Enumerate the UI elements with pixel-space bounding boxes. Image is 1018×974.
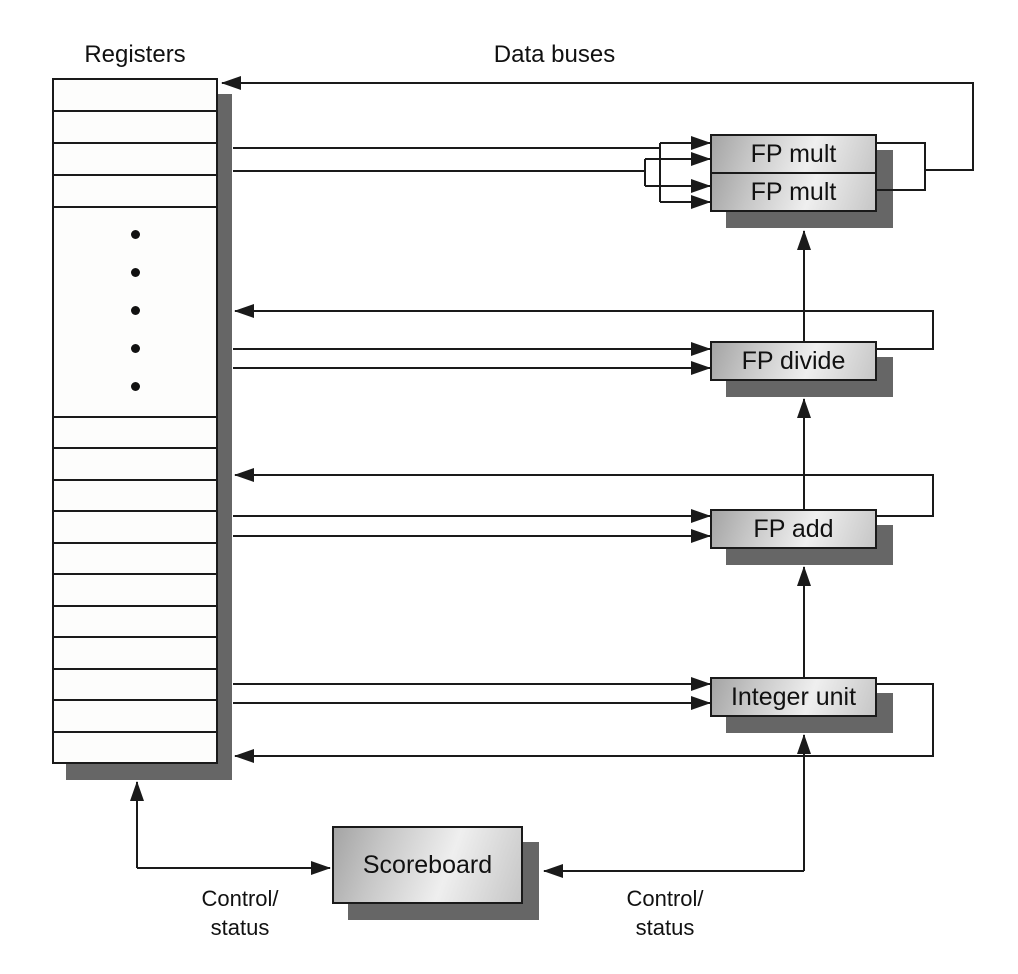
wire-fpdivide-writeback-bus xyxy=(234,304,934,350)
register-row xyxy=(54,447,216,478)
register-row xyxy=(54,541,216,573)
registers-top-rows xyxy=(54,80,216,208)
register-row xyxy=(54,416,216,447)
registers-box xyxy=(52,78,218,764)
wire-integer-writeback-bus xyxy=(234,683,934,763)
register-row xyxy=(54,730,216,762)
ellipsis-dot xyxy=(130,268,140,277)
register-row xyxy=(54,176,216,208)
register-row xyxy=(54,636,216,667)
integer-unit-label: Integer unit xyxy=(730,682,857,711)
fp-mult-unit-2: FP mult xyxy=(712,174,875,210)
fp-divide-unit: FP divide xyxy=(710,341,877,381)
scoreboard-label: Scoreboard xyxy=(362,850,493,879)
registers-title: Registers xyxy=(84,41,186,68)
fp-add-label: FP add xyxy=(753,514,834,543)
control-status-label-right: Control/ status xyxy=(597,884,733,942)
ellipsis-dot xyxy=(130,382,140,391)
fp-mult-1-label: FP mult xyxy=(750,139,837,168)
registers-bottom-rows xyxy=(54,416,216,762)
fp-mult-unit-1: FP mult xyxy=(712,136,875,174)
control-status-right-line2: status xyxy=(635,915,695,940)
fp-add-unit: FP add xyxy=(710,509,877,549)
register-row xyxy=(54,667,216,699)
fp-divide-label: FP divide xyxy=(741,346,846,375)
integer-unit: Integer unit xyxy=(710,677,877,717)
ellipsis-dot xyxy=(130,306,140,315)
scoreboard-unit: Scoreboard xyxy=(332,826,523,904)
wire-fpmult-output-loop xyxy=(877,142,926,191)
register-row xyxy=(54,478,216,510)
fp-mult-2-label: FP mult xyxy=(750,177,837,206)
register-row xyxy=(54,144,216,176)
register-row xyxy=(54,510,216,541)
control-status-left-line2: status xyxy=(210,915,270,940)
register-row xyxy=(54,699,216,730)
register-row xyxy=(54,604,216,636)
registers-ellipsis-dots xyxy=(54,208,216,416)
wire-fpadd-writeback-bus xyxy=(234,468,934,517)
register-row xyxy=(54,573,216,604)
register-row xyxy=(54,80,216,112)
ellipsis-dot xyxy=(130,230,140,239)
control-status-label-left: Control/ status xyxy=(172,884,308,942)
wire-fpmult-writeback-bus xyxy=(221,76,974,171)
control-status-right-line1: Control/ xyxy=(626,886,704,911)
ellipsis-dot xyxy=(130,344,140,353)
register-row xyxy=(54,112,216,144)
data-buses-title: Data buses xyxy=(493,41,616,68)
control-status-left-line1: Control/ xyxy=(201,886,279,911)
fp-mult-unit-stack: FP mult FP mult xyxy=(710,134,877,212)
